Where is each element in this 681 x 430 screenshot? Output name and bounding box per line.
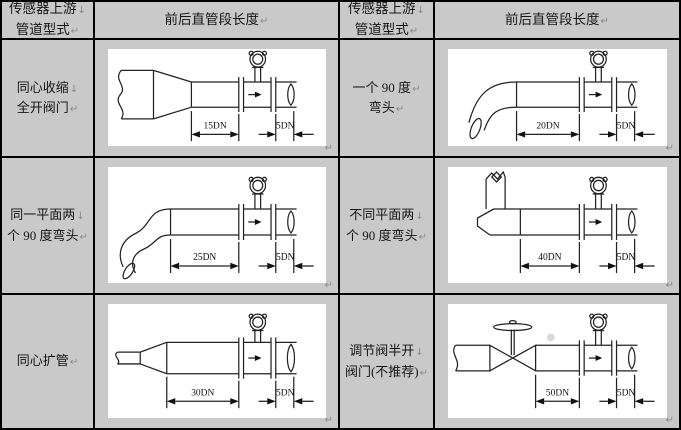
dim-downstream-label: 5DN — [617, 387, 636, 398]
dim-downstream-label: 5DN — [276, 387, 294, 398]
paragraph-mark: ↵ — [665, 143, 674, 154]
diagram-two-elbows-different-planes: 40DN 5DN — [448, 167, 667, 283]
dim-downstream-label: 5DN — [617, 120, 636, 131]
dim-upstream-label: 15DN — [204, 120, 227, 131]
flowmeter-sensor-icon — [248, 176, 267, 209]
dimension-lines: 30DN 5DN — [166, 376, 314, 409]
paragraph-mark: ↵ — [419, 367, 429, 379]
dimension-lines: 20DN 5DN — [515, 111, 655, 142]
dimension-lines: 15DN 5DN — [190, 111, 314, 142]
line-break-mark: ↓ — [415, 211, 424, 223]
flowmeter-sensor-icon — [589, 50, 608, 82]
label-concentric-reducer: 同心收缩↓ 全开阀门↵ — [2, 40, 95, 158]
valve-handwheel — [493, 323, 533, 332]
label-two-elbows-same-plane: 同一平面两↓ 个 90 度弯头↵ — [2, 158, 95, 295]
header-straight-length-2: 前后直管段长度↵ — [435, 2, 679, 40]
label-text: 调节阀半开 — [349, 343, 415, 359]
dimension-lines: 25DN 5DN — [169, 239, 314, 273]
label-two-elbows-different-planes: 不同平面两↓ 个 90 度弯头↵ — [340, 158, 435, 295]
upstream-vertical-elbow-pipe — [476, 170, 580, 236]
diagram-cell-regulating-valve: 50DN 5DN ↵ — [435, 295, 679, 428]
label-text: 一个 90 度 — [352, 79, 412, 95]
header-text: 传感器上游 — [348, 2, 416, 17]
dimension-lines: 40DN 5DN — [519, 239, 655, 273]
paragraph-mark: ↵ — [79, 231, 88, 243]
paragraph-mark: ↵ — [665, 415, 674, 426]
diagram-two-elbows-same-plane: 25DN 5DN — [108, 167, 326, 283]
dim-upstream-label: 30DN — [191, 387, 214, 398]
label-concentric-expander: 同心扩管↵ — [2, 295, 95, 428]
header-upstream-type-2: 传感器上游↓ 管道型式↵ — [340, 2, 435, 40]
meter-run-pipe — [516, 77, 638, 113]
paragraph-mark: ↵ — [324, 143, 333, 154]
flowmeter-sensor-icon — [248, 50, 267, 82]
paragraph-mark: ↵ — [260, 15, 269, 27]
meter-run-pipe — [578, 204, 638, 240]
meter-run-pipe — [170, 204, 297, 240]
diagram-cell-concentric-reducer: 15DN 5DN ↵ — [95, 40, 340, 158]
label-text: 阀门(不推荐) — [344, 363, 419, 379]
paragraph-mark: ↵ — [418, 231, 427, 243]
label-text: 全开阀门 — [16, 100, 69, 115]
header-text: 管道型式 — [354, 22, 409, 37]
upstream-elbow-pipe — [468, 81, 518, 140]
paragraph-mark: ↵ — [69, 357, 79, 369]
label-text: 同心收缩 — [16, 79, 69, 95]
diagram-cell-concentric-expander: 30DN 5DN ↵ — [95, 295, 340, 428]
label-text: 个 90 度弯头 — [7, 227, 79, 243]
line-break-mark: ↓ — [77, 5, 86, 17]
paragraph-mark: ↵ — [412, 83, 421, 95]
upstream-valve-pipe — [453, 319, 555, 372]
upstream-expander-pipe — [115, 341, 168, 375]
flowmeter-sensor-icon — [248, 313, 267, 343]
diagram-regulating-valve: 50DN 5DN — [448, 304, 667, 418]
diagram-single-90-elbow: 20DN 5DN — [448, 49, 667, 146]
upstream-s-bend-pipe — [119, 208, 172, 280]
diagram-cell-single-90-elbow: 20DN 5DN ↵ — [435, 40, 679, 158]
line-break-mark: ↓ — [416, 5, 425, 17]
dim-downstream-label: 5DN — [276, 252, 294, 263]
meter-run-pipe — [166, 337, 297, 379]
paragraph-mark: ↵ — [600, 15, 609, 27]
diagram-concentric-reducer: 15DN 5DN — [108, 49, 326, 146]
header-text: 前后直管段长度 — [164, 11, 260, 27]
header-upstream-type-1: 传感器上游↓ 管道型式↵ — [2, 2, 95, 40]
dim-upstream-label: 40DN — [538, 252, 561, 263]
label-text: 同一平面两 — [10, 207, 76, 223]
dim-upstream-label: 50DN — [546, 387, 569, 398]
meter-run-pipe — [191, 77, 297, 113]
dim-downstream-label: 5DN — [617, 252, 635, 263]
paragraph-mark: ↵ — [70, 26, 80, 37]
label-text: 同心扩管 — [16, 353, 69, 369]
label-text: 不同平面两 — [349, 207, 415, 223]
header-text: 传感器上游 — [9, 2, 77, 17]
dimension-lines: 50DN 5DN — [534, 374, 655, 409]
line-break-mark: ↓ — [69, 83, 79, 95]
label-text: 弯头 — [368, 100, 395, 115]
paragraph-mark: ↵ — [409, 26, 419, 37]
diagram-cell-two-elbows-different-planes: 40DN 5DN ↵ — [435, 158, 679, 295]
dim-upstream-label: 20DN — [536, 120, 559, 131]
header-text: 前后直管段长度 — [505, 11, 600, 27]
dim-upstream-label: 25DN — [193, 252, 216, 263]
paragraph-mark: ↵ — [395, 104, 405, 115]
label-text: 个 90 度弯头 — [346, 227, 418, 243]
header-text: 管道型式 — [15, 22, 70, 37]
upstream-reducer-pipe — [117, 69, 193, 120]
paragraph-mark: ↵ — [324, 415, 333, 426]
paragraph-mark: ↵ — [324, 280, 333, 291]
dim-downstream-label: 5DN — [276, 120, 294, 131]
line-break-mark: ↓ — [76, 211, 85, 223]
paragraph-mark: ↵ — [69, 104, 79, 115]
meter-run-pipe — [535, 340, 638, 376]
header-straight-length-1: 前后直管段长度↵ — [95, 2, 340, 40]
flowmeter-sensor-icon — [589, 176, 608, 209]
label-regulating-valve-half-open: 调节阀半开↓ 阀门(不推荐)↵ — [340, 295, 435, 428]
diagram-cell-two-elbows-same-plane: 25DN 5DN ↵ — [95, 158, 340, 295]
diagram-concentric-expander: 30DN 5DN — [108, 304, 326, 418]
paragraph-mark: ↵ — [665, 280, 674, 291]
line-break-mark: ↓ — [415, 347, 424, 359]
flowmeter-sensor-icon — [589, 313, 608, 346]
label-single-90-elbow: 一个 90 度↵ 弯头↵ — [340, 40, 435, 158]
